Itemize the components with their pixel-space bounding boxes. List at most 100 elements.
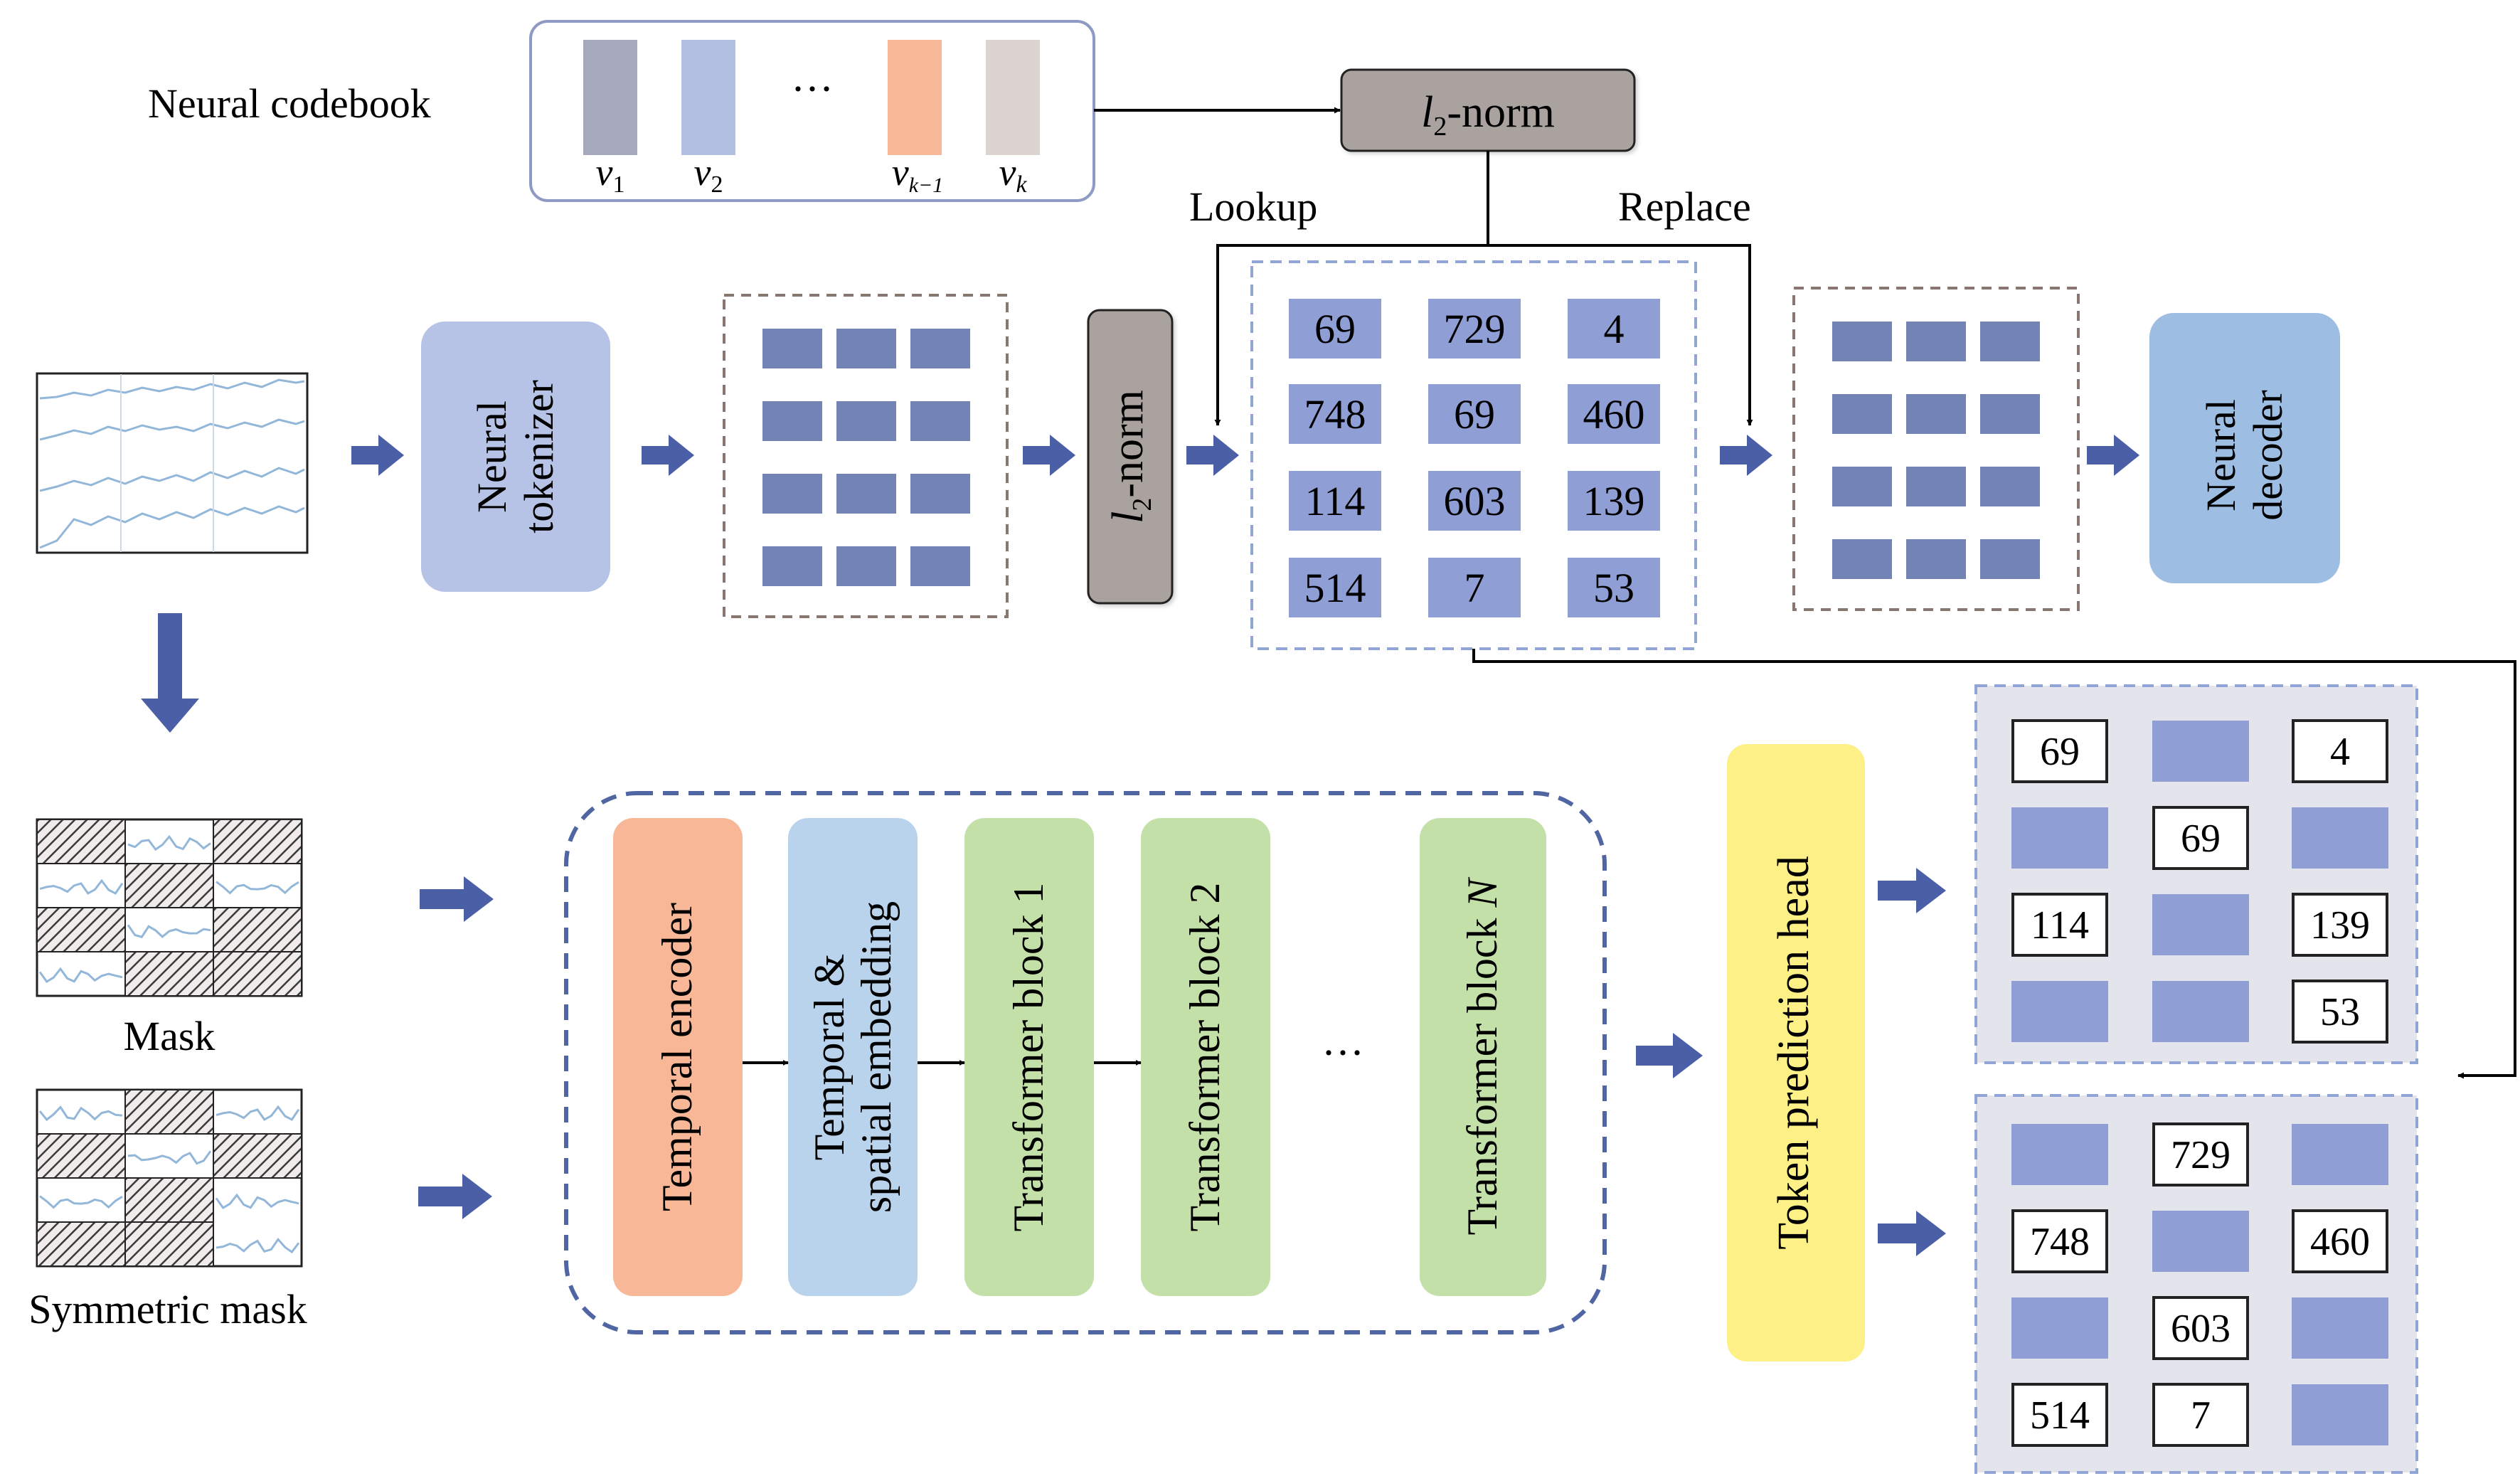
predicted-token-cell [2011,893,2108,957]
temporal-encoder-label: Temporal encoder [654,903,701,1211]
token-value: 460 [1583,391,1645,437]
token-cell [1428,299,1521,359]
predicted-token-value: 139 [2310,903,2370,947]
neural-decoder-label: Neuraldecoder [2198,390,2291,521]
mask-panel [36,818,303,997]
patch-embedding [1980,322,2040,361]
arrow-tokens-to-embeddings [1720,435,1772,476]
predicted-token-value: 4 [2330,730,2350,774]
arrow-embeddings-to-decoder [2087,435,2139,476]
l2-norm-mid-label: l2-norm [1104,390,1157,524]
lookup-line [1214,244,1488,426]
signal-trace-3 [39,467,305,492]
visible-signal-patch [216,881,299,895]
token-target-line [1472,649,2516,1079]
masked-patch [213,951,302,997]
predicted-token-cell [2011,719,2108,783]
codebook-label-v2: v2 [694,151,723,198]
arrow-symmask-to-encoder [418,1174,492,1219]
predicted-token-cell [2152,806,2249,870]
codebook-ellipsis: ··· [791,65,834,112]
token-value: 514 [1304,565,1366,611]
predicted-token-value: 460 [2310,1220,2370,1264]
codebook-vector-1 [583,40,637,155]
token-value: 69 [1454,391,1495,437]
visible-signal-patch [38,967,123,984]
visible-signal-patch [127,834,211,851]
replace-label: Replace [1618,184,1751,230]
masked-token-cell [2152,894,2249,955]
predicted-token-cell [2292,1209,2388,1273]
arrow-signal-to-tokenizer [351,435,404,476]
patch-embedding [836,474,896,514]
lookup-label: Lookup [1189,184,1317,230]
patch-embeddings-left [762,329,970,586]
temporal-encoder-block [613,818,743,1296]
patch-embedding [1906,322,1966,361]
token-value: 114 [1305,478,1366,524]
patch-embedding [1832,539,1892,579]
transformer-block-1-label: Transformer block 1 [1005,882,1052,1231]
token-value: 139 [1583,478,1645,524]
predicted-token-value: 514 [2030,1394,2090,1438]
arrow-head-to-pred-top [1878,868,1946,913]
arrow-signal-to-mask [141,613,199,733]
masked-token-cell [2152,981,2249,1042]
patch-embedding [762,329,822,368]
transformer-block-n-label: Transformer block N [1459,876,1506,1235]
masked-patch [36,1133,126,1179]
predicted-token-value: 748 [2030,1220,2090,1264]
transformer-block-2-label: Transformer block 2 [1181,882,1228,1231]
patch-embedding [836,401,896,441]
codebook-vector-k [986,40,1040,155]
masked-token-cell [2011,1124,2108,1185]
patch-embedding [836,329,896,368]
predicted-token-value: 69 [2181,817,2221,861]
codebook-vector-2 [681,40,735,155]
visible-signal-patch [39,1195,123,1209]
predicted-token-cell [2152,1383,2249,1447]
visible-signal-patch [216,1105,300,1121]
codebook-vector-k-minus-1 [888,40,942,155]
patch-embedding [910,546,970,586]
signal-trace-1 [39,378,305,400]
token-cell [1568,384,1660,444]
encoder-pipeline-box [564,791,1607,1334]
patch-embedding [1906,539,1966,579]
patch-embedding [1980,467,2040,506]
patch-embedding [762,401,822,441]
predicted-token-value: 114 [2031,903,2089,947]
predicted-token-value: 69 [2040,730,2080,774]
symmetric-mask-panel [36,1088,303,1268]
visible-signal-patch [216,1237,300,1254]
patch-embeddings-right [1832,322,2040,579]
codebook-label-v1: v1 [596,151,625,198]
mask-label: Mask [124,1013,216,1059]
arrow-pipeline-to-head [1636,1033,1703,1078]
symmetric-mask-label: Symmetric mask [28,1286,307,1332]
signal-trace-4 [39,505,305,549]
pipeline-ellipsis: ··· [1322,1029,1364,1076]
token-value: 53 [1593,565,1634,611]
l2-norm-mid-box [1087,309,1174,605]
transformer-block-1 [964,818,1094,1296]
predicted-token-cell [2292,719,2388,783]
token-value: 4 [1604,306,1625,352]
masked-patch [36,907,126,952]
masked-token-cell [2011,981,2108,1042]
visible-signal-patch [215,1193,299,1210]
token-value: 748 [1304,391,1366,437]
arrow-head-to-pred-bottom [1878,1211,1946,1256]
patch-embedding [910,401,970,441]
token-cell [1289,558,1381,617]
neural-decoder-block [2149,313,2340,583]
arrow-patches-to-norm [1023,435,1075,476]
token-value: 69 [1314,306,1356,352]
signal-trace-2 [39,418,305,441]
patch-embedding [1906,394,1966,434]
masked-patch [213,819,302,864]
masked-token-cell [2011,1297,2108,1359]
predicted-token-cell [2152,1122,2249,1187]
masked-token-cell [2152,1211,2249,1272]
